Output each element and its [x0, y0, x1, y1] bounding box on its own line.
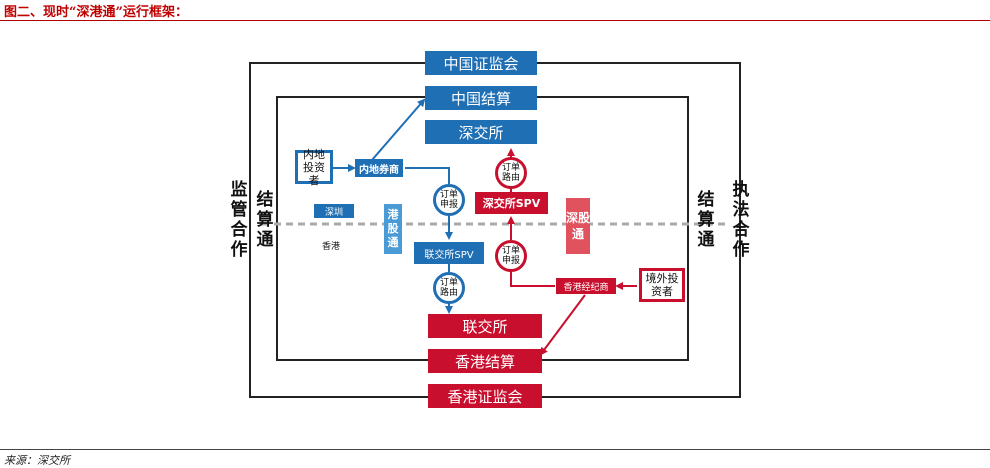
hongkong-label: 香港	[321, 241, 340, 252]
label-regulatory-cooperation: 监管合作	[230, 180, 248, 260]
title-divider	[0, 20, 990, 21]
northbound-box: 深股通	[566, 198, 590, 254]
shenzhen-label: 深圳	[314, 204, 354, 218]
source-note: 来源：深交所	[4, 454, 70, 467]
mainland-broker-box: 内地券商	[355, 159, 403, 177]
szse-box: 深交所	[425, 120, 537, 144]
order-reporting-red-circle: 订单申报	[495, 240, 527, 272]
sehk-box: 联交所	[428, 314, 542, 338]
arrow-broker-to-chinaclear	[371, 98, 426, 161]
arrow-hkbroker-to-szse-spv	[510, 272, 555, 287]
order-routing-blue-circle: 订单路由	[433, 272, 465, 304]
label-enforcement-cooperation: 执法合作	[732, 180, 750, 260]
chinaclear-box: 中国结算	[425, 86, 537, 110]
sfc-box: 香港证监会	[428, 384, 542, 408]
hk-broker-box: 香港经纪商	[556, 278, 616, 294]
csrc-box: 中国证监会	[425, 51, 537, 75]
label-clearing-link-left: 结算通	[256, 190, 274, 250]
order-reporting-circle: 订单申报	[433, 184, 465, 216]
footer-divider	[0, 449, 990, 450]
arrow-hkbroker-to-hkscc	[539, 294, 586, 356]
overseas-investor-box: 境外投资者	[639, 268, 685, 302]
order-routing-red-circle: 订单路由	[495, 157, 527, 189]
mainland-investor-box: 内地投资者	[295, 148, 333, 187]
hkscc-box: 香港结算	[428, 349, 542, 373]
label-clearing-link-right: 结算通	[697, 190, 715, 250]
southbound-box: 港股通	[384, 204, 402, 254]
figure-title: 图二、现时“深港通”运行框架：	[4, 5, 188, 20]
arrow-broker-to-spv	[405, 167, 450, 184]
sehk-spv-box: 联交所SPV	[414, 242, 484, 264]
szse-spv-box: 深交所SPV	[475, 192, 548, 214]
